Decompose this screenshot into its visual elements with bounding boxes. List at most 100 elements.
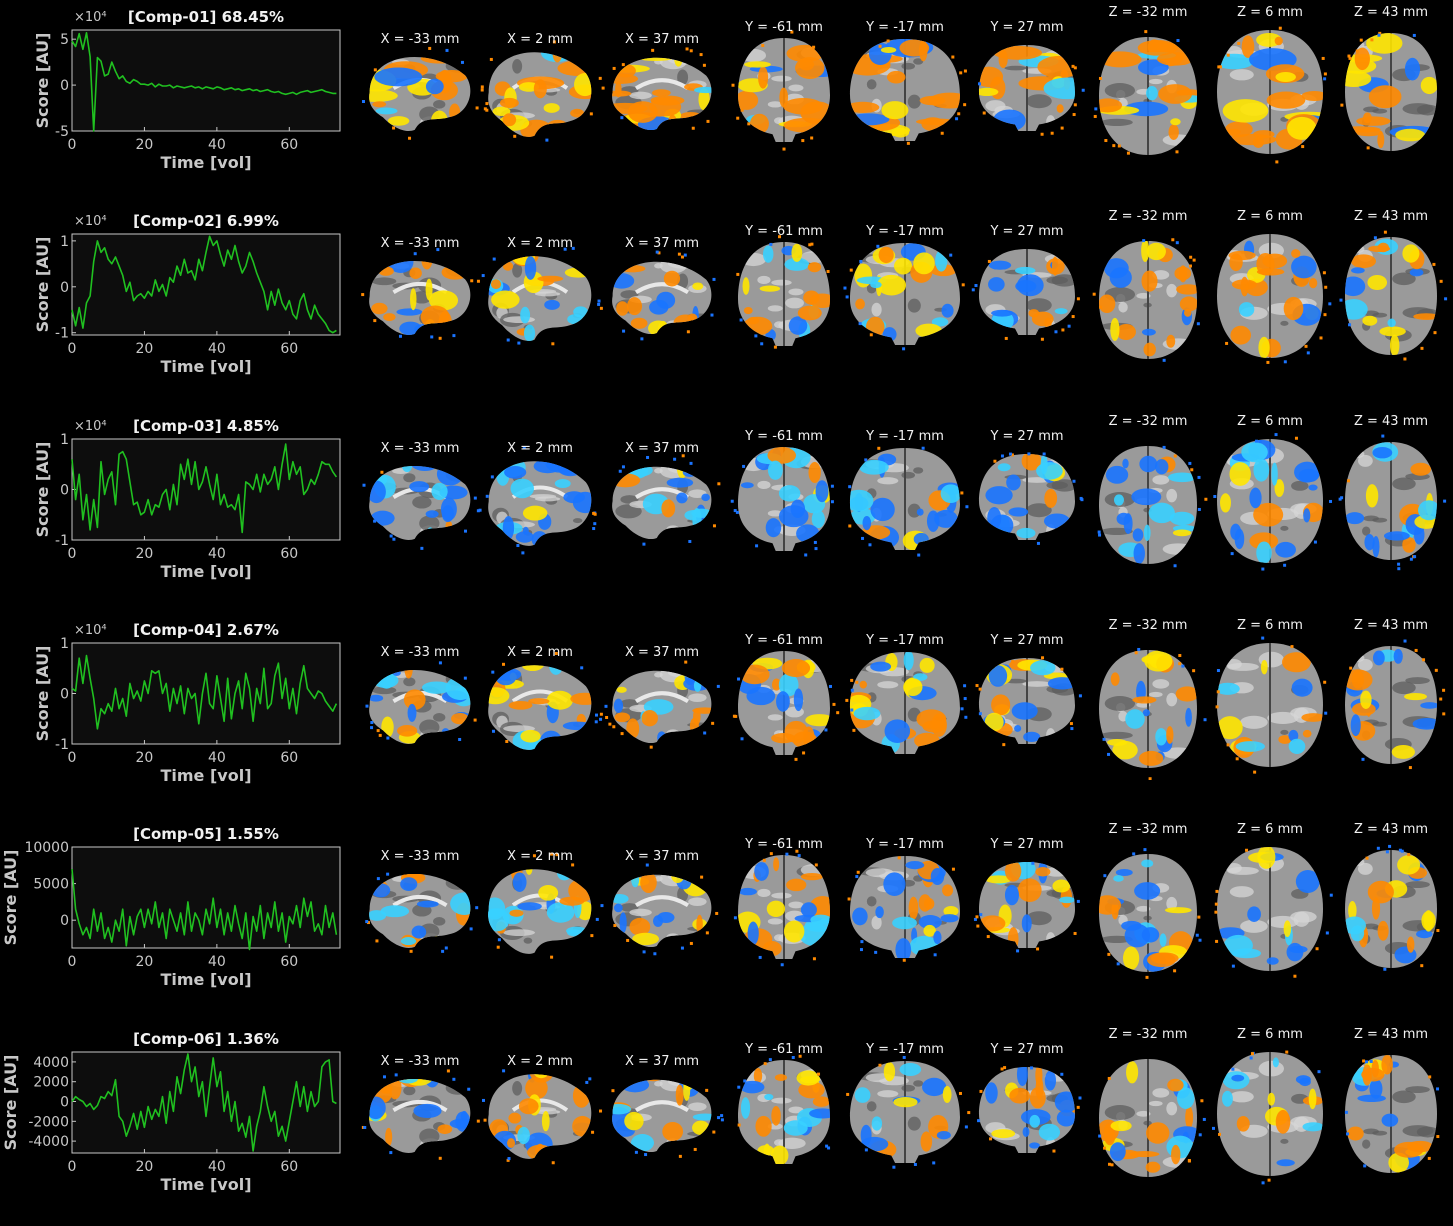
slice-coordinate-label: Y = 27 mm xyxy=(990,837,1064,853)
x-axis-label: Time [vol] xyxy=(160,766,251,785)
y-tick-label: 0 xyxy=(60,1094,69,1110)
axial-brain-slice-icon xyxy=(1345,845,1440,971)
y-axis-label: Score [AU] xyxy=(1,850,20,946)
axial-brain-slice-icon xyxy=(1215,636,1328,774)
slice-coordinate-label: Y = -17 mm xyxy=(866,20,944,35)
coronal-brain-slice-icon xyxy=(730,446,834,557)
slice-coordinate-label: X = 37 mm xyxy=(624,644,700,660)
x-tick-label: 40 xyxy=(208,546,226,562)
x-axis-label: Time [vol] xyxy=(160,970,251,989)
slice-coordinate-label: Z = 43 mm xyxy=(1353,617,1429,633)
y-tick-label: -4000 xyxy=(28,1134,69,1150)
component-title: [Comp-04] 2.67% xyxy=(133,621,279,639)
slice-coordinate-label: Y = 27 mm xyxy=(990,20,1064,35)
sagittal-brain-slice-icon xyxy=(481,247,603,346)
sagittal-brain-slice-icon xyxy=(612,863,719,956)
x-tick-label: 60 xyxy=(280,137,298,153)
axial-brain-slice-icon xyxy=(1093,30,1197,155)
coronal-brain-slice-icon xyxy=(979,451,1084,545)
slice-coordinate-label: Y = 27 mm xyxy=(990,224,1064,240)
axial-brain-slice-icon xyxy=(1099,647,1207,780)
component-title: [Comp-02] 6.99% xyxy=(133,212,279,230)
y-axis-label: Score [AU] xyxy=(33,237,52,333)
slice-coordinate-label: Z = -32 mm xyxy=(1108,617,1188,633)
y-tick-label: 1 xyxy=(60,636,69,652)
slice-coordinate-label: Y = -61 mm xyxy=(745,224,823,240)
slice-coordinate-label: Z = -32 mm xyxy=(1108,5,1188,20)
axial-brain-slice-icon xyxy=(1338,434,1447,570)
coronal-brain-slice-icon xyxy=(843,243,965,351)
slice-coordinate-label: Y = -17 mm xyxy=(866,632,944,648)
slice-coordinate-label: Z = 6 mm xyxy=(1237,209,1303,225)
coronal-brain-slice-icon xyxy=(845,651,968,754)
slice-coordinate-label: X = 2 mm xyxy=(507,32,573,47)
sagittal-brain-slice-icon xyxy=(483,40,605,142)
x-tick-label: 0 xyxy=(68,1159,77,1175)
axial-brain-slice-icon xyxy=(1213,432,1333,571)
sagittal-brain-slice-icon xyxy=(361,46,484,140)
slice-coordinate-label: Y = -17 mm xyxy=(866,837,944,853)
axial-brain-slice-icon xyxy=(1092,238,1200,363)
x-tick-label: 40 xyxy=(208,750,226,766)
slice-coordinate-label: X = 37 mm xyxy=(624,32,700,47)
time-course-line xyxy=(71,654,338,730)
slice-coordinate-label: Z = 43 mm xyxy=(1353,209,1429,225)
axial-brain-slice-icon xyxy=(1098,1058,1206,1177)
y-tick-label: 2000 xyxy=(33,1074,69,1090)
sagittal-brain-slice-icon xyxy=(365,872,479,954)
x-tick-label: 20 xyxy=(136,137,154,153)
slice-coordinate-label: X = 37 mm xyxy=(624,849,700,865)
y-axis-label: Score [AU] xyxy=(33,33,52,129)
time-course-line xyxy=(71,442,338,533)
coronal-brain-slice-icon xyxy=(736,235,830,349)
x-tick-label: 20 xyxy=(136,1159,154,1175)
y-tick-label: 0 xyxy=(60,482,69,498)
slice-coordinate-label: X = -33 mm xyxy=(380,32,460,47)
sagittal-brain-slice-icon xyxy=(485,445,597,554)
time-course-line xyxy=(71,869,338,951)
coronal-brain-slice-icon xyxy=(847,856,960,962)
coronal-brain-slice-icon xyxy=(731,30,830,151)
slice-coordinate-label: Y = 27 mm xyxy=(990,428,1064,444)
plot-frame xyxy=(71,846,341,949)
y-tick-label: -1 xyxy=(55,737,69,753)
plot-frame xyxy=(71,642,341,745)
time-course-line xyxy=(71,1052,337,1152)
y-axis-exponent: ×10⁴ xyxy=(74,214,107,229)
sagittal-brain-slice-icon xyxy=(362,465,482,550)
axial-brain-slice-icon xyxy=(1345,639,1446,769)
y-tick-label: 10000 xyxy=(24,840,69,856)
x-tick-label: 60 xyxy=(280,341,298,357)
y-tick-label: 5000 xyxy=(33,877,69,893)
coronal-brain-slice-icon xyxy=(848,446,969,557)
slice-coordinate-label: Y = 27 mm xyxy=(990,632,1064,648)
slice-coordinate-label: Y = -61 mm xyxy=(745,837,823,853)
sagittal-brain-slice-icon xyxy=(604,660,720,749)
slice-coordinate-label: Y = -61 mm xyxy=(745,428,823,444)
y-axis-label: Score [AU] xyxy=(1,1054,20,1150)
slice-coordinate-label: Y = -17 mm xyxy=(866,1041,944,1057)
slice-coordinate-label: Z = -32 mm xyxy=(1108,209,1188,225)
slice-coordinate-label: Z = -32 mm xyxy=(1108,822,1188,838)
slice-coordinate-label: Y = -17 mm xyxy=(866,428,944,444)
sagittal-brain-slice-icon xyxy=(612,453,721,546)
slice-coordinate-label: Z = 6 mm xyxy=(1237,5,1303,20)
slice-coordinate-label: Z = 43 mm xyxy=(1353,822,1429,838)
slice-coordinate-label: Y = -61 mm xyxy=(745,632,823,648)
sagittal-brain-slice-icon xyxy=(612,250,716,341)
axial-brain-slice-icon xyxy=(1099,848,1202,980)
slice-coordinate-label: Z = -32 mm xyxy=(1108,1026,1188,1042)
time-course-line xyxy=(71,31,337,132)
sagittal-brain-slice-icon xyxy=(488,651,603,750)
coronal-brain-slice-icon xyxy=(971,249,1080,342)
y-axis-exponent: ×10⁴ xyxy=(74,419,107,434)
sagittal-brain-slice-icon xyxy=(481,1068,603,1164)
slice-coordinate-label: Z = 43 mm xyxy=(1353,1026,1429,1042)
slice-coordinate-label: X = 2 mm xyxy=(507,236,573,252)
x-tick-label: 60 xyxy=(280,750,298,766)
slice-coordinate-label: Y = -61 mm xyxy=(745,20,823,35)
axial-brain-slice-icon xyxy=(1211,1050,1323,1184)
